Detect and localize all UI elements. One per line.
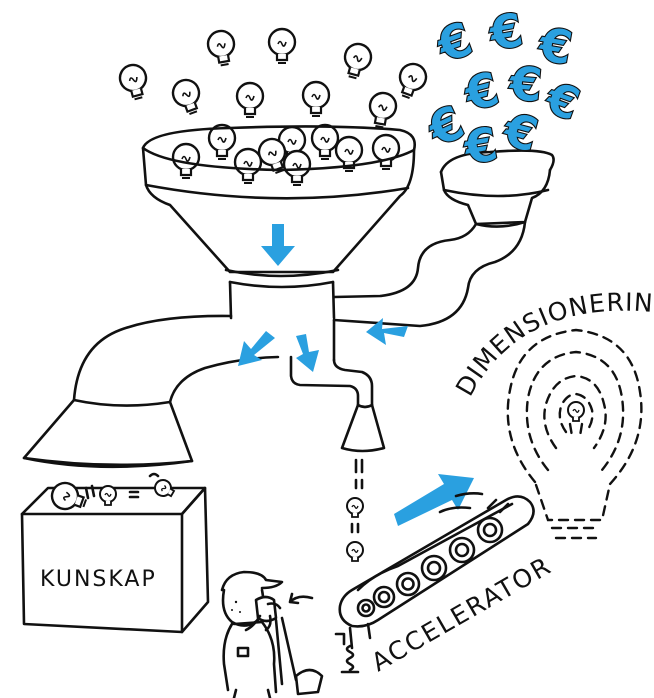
person-figure [222,572,322,698]
lightbulb-icon [209,125,235,159]
arrow-icon [394,474,474,526]
main-funnel [143,125,415,318]
lightbulb-icon [303,82,329,116]
euro-icon: € [460,116,502,175]
lightbulb-icon [237,83,263,117]
idea-bulbs-group [117,29,430,129]
lightbulb-icon [347,498,363,517]
euro-coins-group: € € € € € € € € € [419,2,586,175]
lightbulb-icon [568,402,584,421]
pipe-system [24,316,384,467]
lightbulb-icon [312,125,338,159]
lightbulb-icon [347,542,363,561]
lightbulb-icon [269,29,295,63]
arrow-icon [238,331,275,366]
euro-icon: € [498,102,544,163]
knowledge-box-label: KUNSKAP [40,567,157,592]
knowledge-box: KUNSKAP [22,474,208,632]
lightbulb-icon [206,29,238,67]
badge [238,648,248,656]
euro-icon: € [430,11,479,73]
lightbulb-icon [169,76,205,117]
lightbulb-icon [48,479,89,515]
lightbulb-icon [340,41,374,81]
accelerator-label: ACCELERATOR [367,551,557,678]
wheel [478,518,502,542]
lightbulb-icon [100,486,116,505]
euro-icon: € [459,61,505,122]
euro-icon: € [539,72,586,131]
wheel [374,587,394,607]
wheel [422,556,446,580]
lightbulb-icon [394,60,430,101]
dropping-bulbs [347,460,363,561]
lightbulb-icon [117,62,151,102]
wheel [397,573,419,595]
accelerator-machine: ACCELERATOR [336,493,557,677]
euro-icon: € [485,2,527,61]
wheel [358,600,374,616]
wheel [450,538,474,562]
arrow-icon [296,334,319,372]
lightbulb-icon [367,91,399,129]
